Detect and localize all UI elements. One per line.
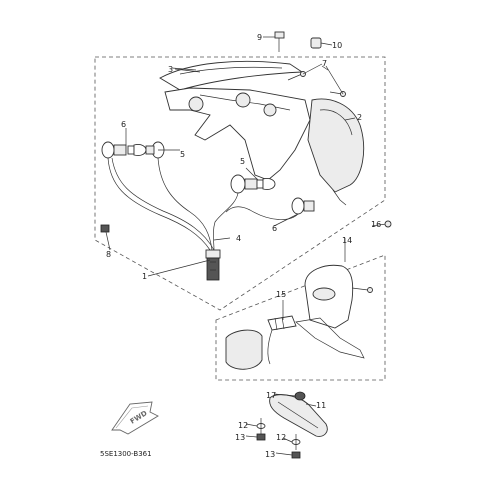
socket-6a — [101, 141, 127, 159]
callout-5a: 5 — [180, 150, 185, 159]
callout-10: 10 — [332, 41, 342, 50]
callout-3: 3 — [168, 65, 173, 74]
socket-6d — [291, 197, 315, 215]
fwd-arrow-icon: FWD — [111, 401, 159, 435]
callout-13b: 13 — [265, 450, 275, 459]
bolt-9 — [263, 31, 285, 52]
license-lens — [225, 329, 263, 370]
bulb-socket-15 — [267, 315, 365, 365]
callout-17: 17 — [266, 391, 276, 400]
taillight-housing — [164, 87, 311, 181]
callout-14: 14 — [342, 236, 352, 245]
callout-7: 7 — [322, 59, 327, 68]
callout-13a: 13 — [235, 433, 245, 442]
callout-16: 16 — [371, 220, 381, 229]
leader-lines — [105, 65, 356, 456]
socket-6b — [230, 174, 258, 194]
taillight-assembly-boundary — [94, 56, 386, 311]
callout-9: 9 — [257, 33, 262, 42]
bulb-5a — [127, 144, 147, 156]
callout-12a: 12 — [238, 421, 248, 430]
callout-12b: 12 — [276, 433, 286, 442]
callout-6b: 6 — [272, 224, 277, 233]
callout-11: 11 — [316, 401, 326, 410]
callout-6a: 6 — [121, 120, 126, 129]
nut-13b — [291, 451, 301, 459]
clip-8 — [100, 224, 110, 233]
diagram-code: 5SE1300-B361 — [100, 450, 152, 458]
washer-12b — [291, 434, 301, 450]
washer-12a — [256, 418, 266, 434]
tail-cover-3 — [159, 60, 304, 91]
nut-10 — [310, 37, 333, 49]
wire-harness-4 — [107, 157, 299, 281]
callout-1: 1 — [142, 272, 147, 281]
license-light-housing — [304, 264, 373, 329]
screw-7b — [329, 91, 346, 97]
nut-13a — [256, 433, 266, 441]
callout-2: 2 — [357, 113, 362, 122]
callout-4: 4 — [236, 234, 241, 243]
screw-16 — [371, 220, 392, 228]
tail-lens-2 — [307, 98, 365, 206]
callout-8: 8 — [106, 250, 111, 259]
nut-17 — [294, 391, 306, 401]
callout-15: 15 — [276, 290, 286, 299]
bulb-5b — [256, 178, 276, 190]
callout-5b: 5 — [240, 157, 245, 166]
